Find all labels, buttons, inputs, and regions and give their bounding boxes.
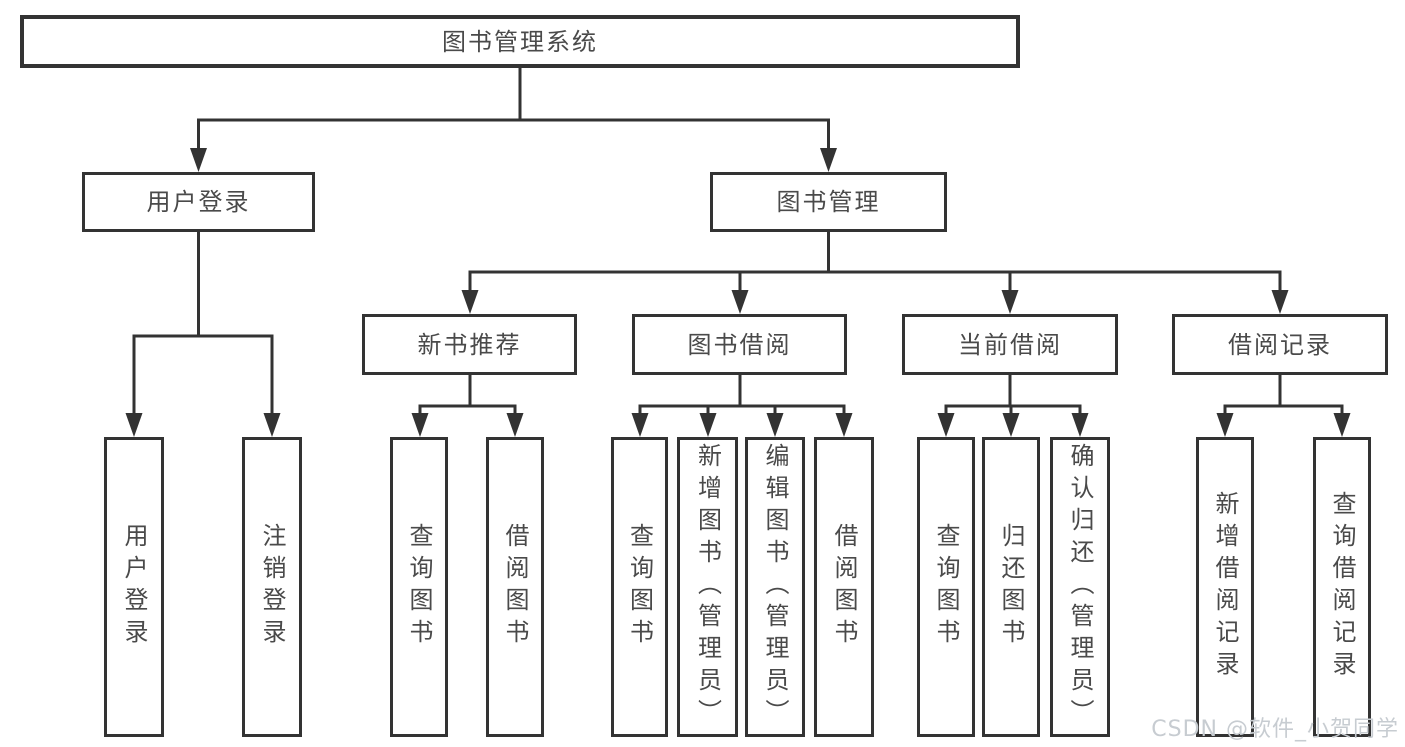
connector-new-book-recommend-children	[411, 375, 524, 437]
leaf-nbr-borrow-books-label: 借阅图书	[501, 523, 529, 651]
leaf-br-query-record: 查询借阅记录	[1313, 437, 1371, 737]
leaf-br-add-record-label: 新增借阅记录	[1211, 491, 1239, 683]
leaf-cb-query-books: 查询图书	[917, 437, 975, 737]
node-book-borrow: 图书借阅	[632, 314, 847, 375]
leaf-bb-add-books-admin-label: 新增图书（管理员）	[693, 443, 722, 731]
leaf-logout-login: 注销登录	[242, 437, 302, 737]
watermark-text: CSDN @软件_小贺同学	[1151, 717, 1399, 742]
node-book-management-label: 图书管理	[776, 188, 881, 216]
leaf-nbr-query-books-label: 查询图书	[405, 523, 433, 651]
leaf-br-query-record-label: 查询借阅记录	[1328, 491, 1356, 683]
leaf-br-add-record: 新增借阅记录	[1196, 437, 1254, 737]
leaf-cb-query-books-label: 查询图书	[932, 523, 960, 651]
node-current-borrow-label: 当前借阅	[958, 330, 1062, 359]
leaf-bb-borrow-books: 借阅图书	[814, 437, 874, 737]
node-root-label: 图书管理系统	[442, 27, 598, 56]
leaf-nbr-borrow-books: 借阅图书	[486, 437, 544, 737]
leaf-cb-confirm-return-admin: 确认归还（管理员）	[1050, 437, 1110, 737]
leaf-bb-borrow-books-label: 借阅图书	[830, 523, 858, 651]
node-user-login-label: 用户登录	[146, 188, 251, 216]
leaf-bb-edit-books-admin: 编辑图书（管理员）	[745, 437, 805, 737]
leaf-bb-query-books-label: 查询图书	[625, 523, 654, 651]
leaf-cb-return-books-label: 归还图书	[997, 523, 1025, 651]
connector-root-to-level2	[190, 68, 837, 172]
connector-current-borrow-children	[937, 375, 1089, 437]
leaf-user-login: 用户登录	[104, 437, 164, 737]
node-borrow-record-label: 借阅记录	[1228, 330, 1332, 359]
node-user-login: 用户登录	[82, 172, 315, 232]
leaf-bb-edit-books-admin-label: 编辑图书（管理员）	[761, 443, 789, 731]
leaf-bb-add-books-admin: 新增图书（管理员）	[677, 437, 738, 737]
leaf-logout-login-label: 注销登录	[258, 523, 286, 651]
leaf-cb-return-books: 归还图书	[982, 437, 1040, 737]
leaf-bb-query-books: 查询图书	[611, 437, 668, 737]
connector-user-login-children	[125, 232, 281, 437]
leaf-nbr-query-books: 查询图书	[390, 437, 448, 737]
node-current-borrow: 当前借阅	[902, 314, 1118, 375]
node-book-management: 图书管理	[710, 172, 947, 232]
node-new-book-recommend: 新书推荐	[362, 314, 577, 375]
leaf-cb-confirm-return-admin-label: 确认归还（管理员）	[1066, 443, 1094, 731]
node-new-book-recommend-label: 新书推荐	[417, 330, 522, 359]
node-root: 图书管理系统	[20, 15, 1020, 68]
connector-book-management-children	[461, 232, 1289, 314]
leaf-user-login-label: 用户登录	[120, 523, 148, 651]
node-book-borrow-label: 图书借阅	[687, 330, 792, 359]
node-borrow-record: 借阅记录	[1172, 314, 1388, 375]
connector-borrow-record-children	[1216, 375, 1351, 437]
connector-book-borrow-children	[631, 375, 853, 437]
